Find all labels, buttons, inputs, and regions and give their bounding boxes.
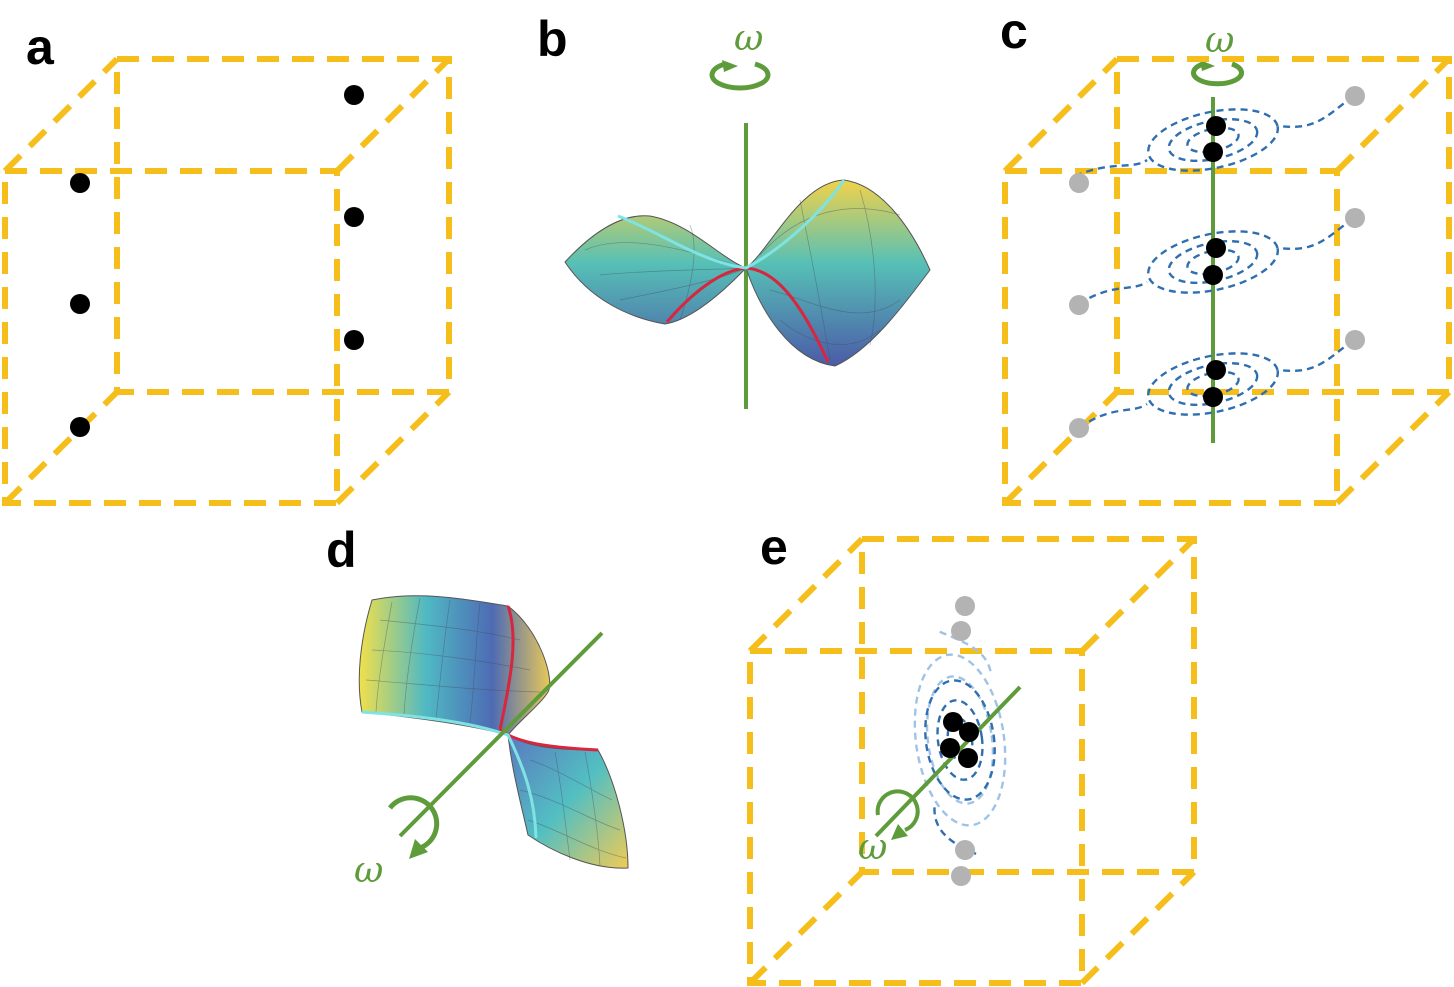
rotation-arrow-icon [1191, 60, 1244, 87]
cube-e [747, 536, 1197, 986]
cube-a [2, 56, 452, 506]
seam-cyan-d [361, 710, 538, 839]
atom [1203, 142, 1223, 162]
atom [1206, 238, 1226, 258]
omega-label-b: ω [734, 18, 763, 59]
atoms-a [70, 85, 364, 437]
cube-front-face [1002, 168, 1340, 506]
atom [1206, 116, 1226, 136]
atom [1206, 360, 1226, 380]
ghost-atom [951, 866, 971, 886]
rotation-axis-d [398, 631, 604, 838]
rotation-axis-e [874, 685, 1022, 838]
rotation-arrow-icon [388, 795, 440, 859]
cube-depth-edges [1002, 56, 1452, 506]
atom [958, 748, 978, 768]
atom [943, 712, 963, 732]
atom [1203, 265, 1223, 285]
seam-red-d [498, 605, 599, 752]
panel-a: a [2, 19, 452, 506]
omega-label-d: ω [354, 850, 383, 891]
spirals-e [913, 630, 1007, 855]
omega-label-e: ω [858, 827, 887, 868]
cube-front-face [747, 648, 1085, 986]
ghost-atom [955, 596, 975, 616]
ghost-atom [1069, 173, 1089, 193]
panel-b: b ω [537, 11, 931, 409]
panel-label-a: a [26, 19, 55, 75]
atom [959, 722, 979, 742]
atoms-c [1203, 116, 1226, 407]
panel-label-d: d [326, 522, 357, 578]
ghost-atom [951, 621, 971, 641]
panel-c: c ω [1000, 3, 1452, 506]
panel-label-e: e [760, 519, 788, 575]
atoms-e [940, 712, 979, 768]
twisted-surface-d [358, 595, 629, 869]
rotation-arrow-icon [709, 60, 771, 91]
panel-label-c: c [1000, 3, 1028, 59]
atom [70, 173, 90, 193]
atom [1203, 387, 1223, 407]
ghost-atoms-e [951, 596, 975, 886]
seam-cyan-b [617, 179, 846, 270]
ghost-atom [1069, 295, 1089, 315]
ghost-atoms-c [1069, 86, 1365, 438]
ghost-atom [1345, 330, 1365, 350]
atom [344, 85, 364, 105]
omega-label-c: ω [1205, 20, 1234, 61]
atom [344, 330, 364, 350]
atom [940, 738, 960, 758]
atom [344, 207, 364, 227]
ghost-atom [1345, 208, 1365, 228]
atom [70, 294, 90, 314]
panel-e: e ω [747, 519, 1197, 986]
ghost-atom [1069, 418, 1089, 438]
ghost-atom [1345, 86, 1365, 106]
panel-label-b: b [537, 11, 568, 67]
cube-depth-edges [2, 56, 452, 506]
atom [70, 417, 90, 437]
panel-d: d ω [326, 522, 629, 891]
cube-depth-edges [747, 536, 1197, 986]
saddle-surface-b [564, 179, 931, 367]
rotation-arrow-icon [875, 789, 920, 840]
ghost-atom [955, 840, 975, 860]
cube-front-face [2, 168, 340, 506]
cube-c [1002, 56, 1452, 506]
